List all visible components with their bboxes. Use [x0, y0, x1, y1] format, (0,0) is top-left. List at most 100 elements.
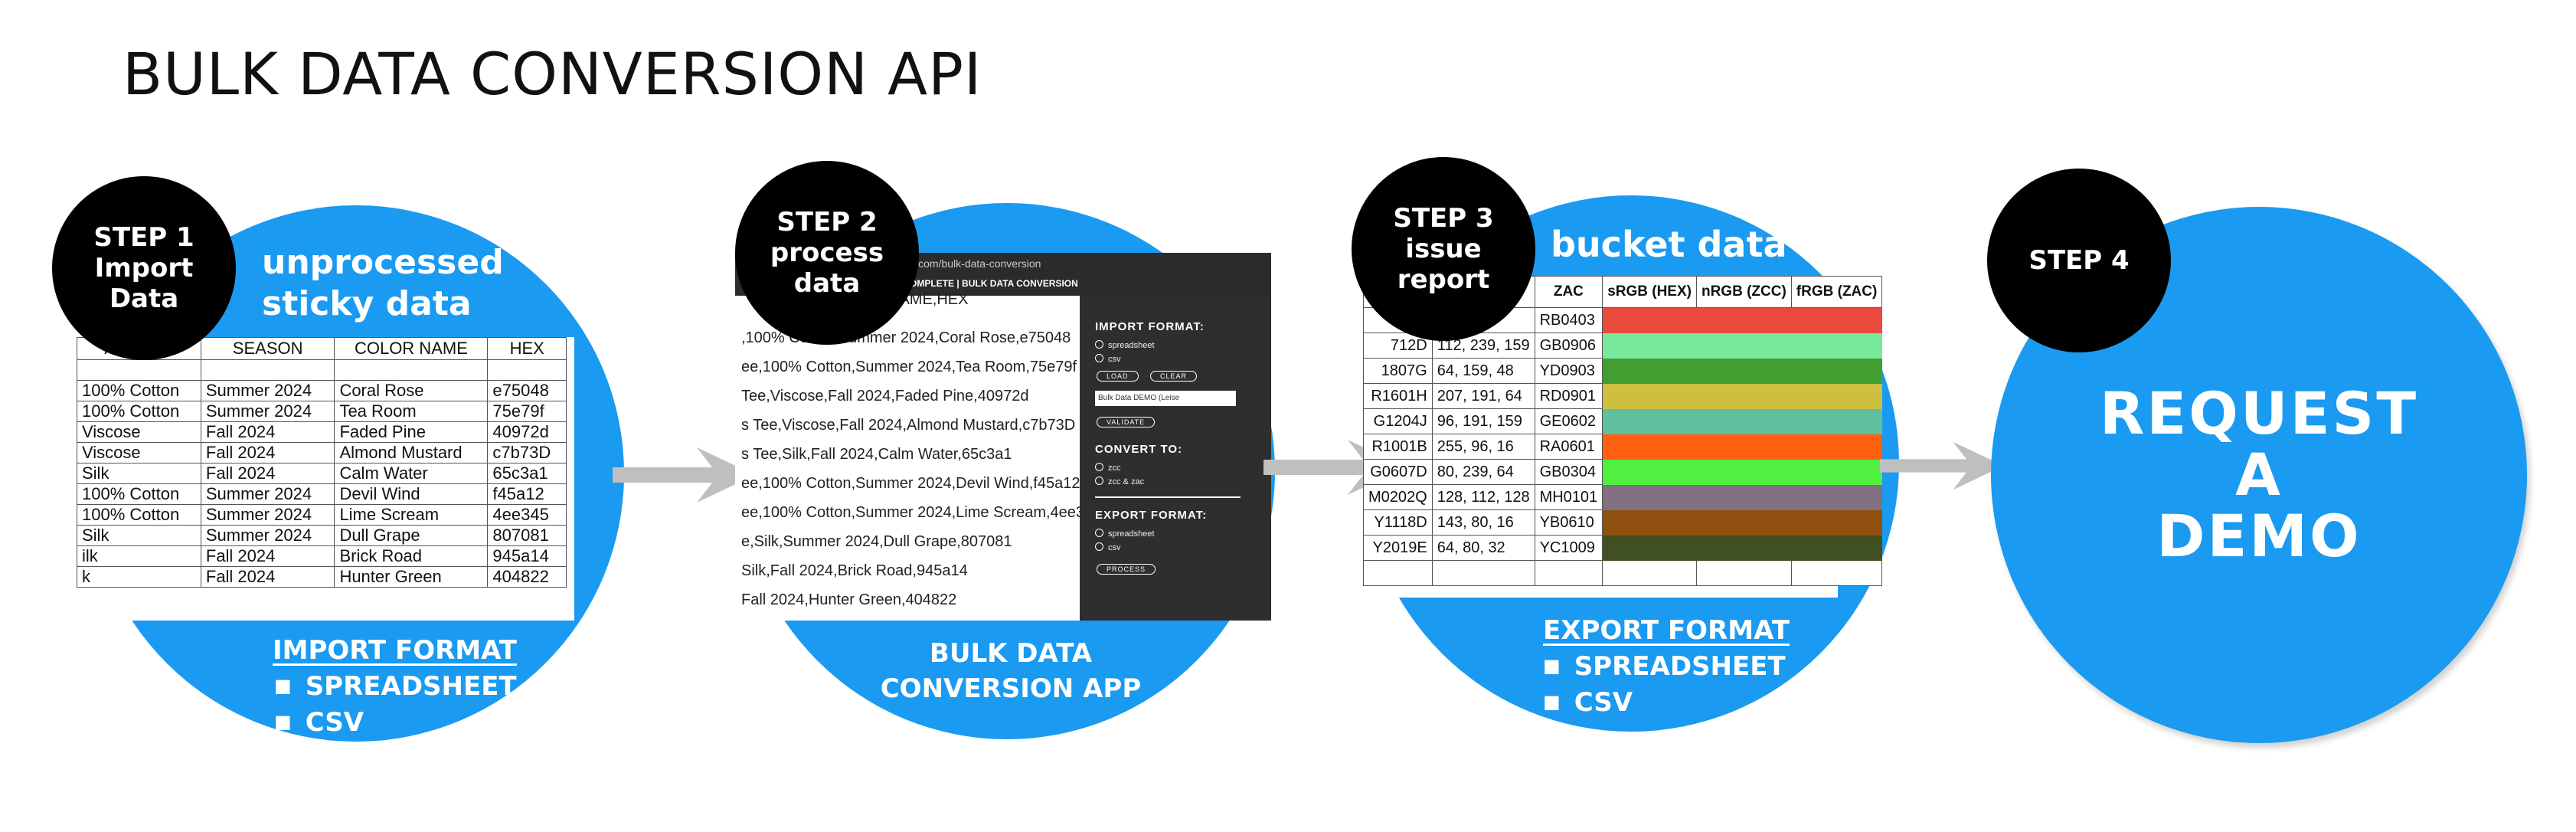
step2-footer-line1: BULK DATA	[929, 638, 1093, 669]
rgb-cell: 96, 191, 159	[1431, 408, 1535, 434]
table-cell: Viscose	[77, 442, 201, 463]
table-cell: 40972d	[487, 421, 567, 443]
color-id-cell: R1601H	[1363, 383, 1433, 409]
color-swatch	[1602, 535, 1697, 561]
table-cell: Summer 2024	[200, 401, 335, 422]
export-option-spreadsheet[interactable]: spreadsheet	[1095, 529, 1155, 539]
step1-badge: STEP 1 Import Data	[52, 176, 236, 360]
table-row	[1363, 560, 1883, 586]
color-id-cell: G1204J	[1363, 408, 1433, 434]
color-swatch	[1790, 332, 1883, 359]
table-cell: Almond Mustard	[334, 442, 489, 463]
app-controls: IMPORT FORMAT: spreadsheet csv LOAD CLEA…	[1080, 296, 1271, 621]
import-option-csv[interactable]: csv	[1095, 354, 1121, 364]
step3-badge: STEP 3 issue report	[1352, 157, 1535, 341]
validate-button[interactable]: VALIDATE	[1097, 417, 1156, 427]
export-format-heading: EXPORT FORMAT:	[1095, 509, 1208, 522]
color-swatch	[1695, 459, 1792, 485]
table-cell: e75048	[487, 380, 567, 401]
step1-header-line2: sticky data	[262, 284, 472, 323]
arrow-right-icon	[1880, 441, 2004, 490]
table-cell: 807081	[487, 525, 567, 546]
table-cell: Summer 2024	[200, 483, 335, 505]
table-cell: Fall 2024	[200, 421, 335, 443]
table-cell: c7b73D	[487, 442, 567, 463]
import-option-spreadsheet[interactable]: spreadsheet	[1095, 340, 1155, 350]
color-id-cell: 1807G	[1363, 358, 1433, 384]
cta-line1: REQUEST	[2099, 379, 2419, 447]
import-format-item: CSV	[274, 704, 517, 740]
zac-cell: YC1009	[1534, 535, 1603, 561]
color-swatch	[1602, 307, 1697, 333]
color-swatch	[1790, 509, 1883, 536]
color-swatch	[1602, 383, 1697, 409]
csv-line: s Tee,Silk,Fall 2024,Calm Water,65c3a1	[741, 446, 1012, 463]
import-format-item: SPREADSHEET	[274, 668, 517, 704]
table-cell: Fall 2024	[200, 463, 335, 484]
load-button[interactable]: LOAD	[1097, 371, 1139, 382]
table-cell: Faded Pine	[334, 421, 489, 443]
table-cell: 4ee345	[487, 504, 567, 526]
step1-header: unprocessed sticky data	[262, 242, 504, 325]
color-swatch	[1695, 560, 1792, 586]
request-demo-label[interactable]: REQUEST A DEMO	[2029, 383, 2489, 567]
color-id-cell: G0607D	[1363, 459, 1433, 485]
table-row	[77, 359, 567, 381]
dataset-name-input[interactable]: Bulk Data DEMO (Leise	[1095, 391, 1236, 406]
table-cell: Devil Wind	[334, 483, 489, 505]
rgb-cell: 80, 239, 64	[1431, 459, 1535, 485]
table-cell: Dull Grape	[334, 525, 489, 546]
rgb-cell: 64, 159, 48	[1431, 358, 1535, 384]
export-format-item: SPREADSHEET	[1543, 648, 1790, 684]
cta-line3: DEMO	[2156, 502, 2362, 570]
color-id-cell: R1001B	[1363, 434, 1433, 460]
color-swatch	[1790, 307, 1883, 333]
export-table-header: sRGB (HEX)	[1602, 276, 1697, 308]
table-cell: ilk	[77, 545, 201, 567]
table-cell	[487, 359, 567, 381]
color-swatch	[1695, 383, 1792, 409]
color-swatch	[1790, 434, 1883, 460]
table-cell: Viscose	[77, 421, 201, 443]
csv-line: ee,100% Cotton,Summer 2024,Tea Room,75e7…	[741, 359, 1077, 375]
export-option-csv[interactable]: csv	[1095, 542, 1121, 552]
table-cell: 404822	[487, 566, 567, 588]
table-cell: Fall 2024	[200, 442, 335, 463]
app-title: ODE COMPLETE | BULK DATA CONVERSION	[881, 278, 1078, 289]
convert-option-zcc-zac[interactable]: zcc & zac	[1095, 477, 1144, 486]
export-table-header: ZAC	[1534, 276, 1603, 308]
zac-cell: YD0903	[1534, 358, 1603, 384]
table-cell: Lime Scream	[334, 504, 489, 526]
table-cell	[200, 359, 335, 381]
clear-button[interactable]: CLEAR	[1150, 371, 1198, 382]
csv-line: Tee,Viscose,Fall 2024,Faded Pine,40972d	[741, 388, 1029, 405]
zac-cell: MH0101	[1534, 484, 1603, 510]
zac-cell: RB0403	[1534, 307, 1603, 333]
process-button[interactable]: PROCESS	[1097, 564, 1156, 575]
table-cell: Fall 2024	[200, 566, 335, 588]
color-swatch	[1790, 358, 1883, 384]
table-cell: 100% Cotton	[77, 504, 201, 526]
convert-option-zcc[interactable]: zcc	[1095, 463, 1121, 473]
table-cell: Fall 2024	[200, 545, 335, 567]
color-swatch	[1695, 332, 1792, 359]
step2-footer: BULK DATA CONVERSION APP	[850, 636, 1172, 706]
rgb-cell: 207, 191, 64	[1431, 383, 1535, 409]
table-cell	[77, 359, 201, 381]
step2-badge-line1: STEP 2	[776, 207, 878, 237]
import-table-header: COLOR NAME	[334, 337, 489, 360]
csv-line: Silk,Fall 2024,Brick Road,945a14	[741, 562, 968, 579]
zac-cell: GB0304	[1534, 459, 1603, 485]
step1-header-line1: unprocessed	[262, 243, 504, 282]
